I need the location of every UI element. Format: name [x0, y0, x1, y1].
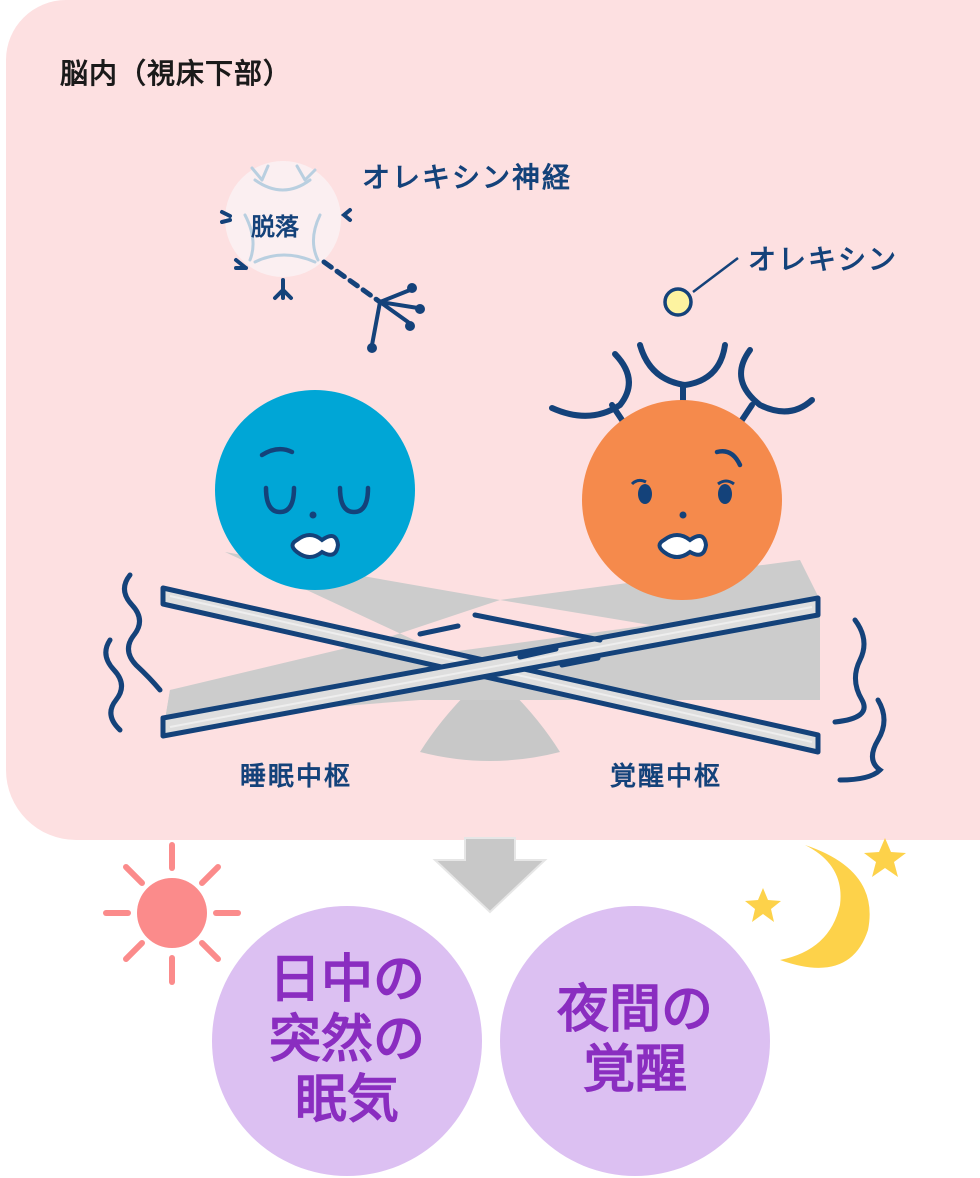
orexin-label: オレキシン — [748, 243, 899, 276]
panel-title: 脳内（視床下部） — [60, 57, 293, 90]
wake-center-character — [549, 342, 815, 600]
outcome-daytime-sleepiness: 日中の 突然の 眠気 — [212, 906, 482, 1176]
degenerated-neuron-icon — [220, 161, 425, 353]
outcome-day-text: 日中の 突然の 眠気 — [268, 950, 425, 1130]
moon-stars-icon — [745, 838, 906, 968]
wake-center-label: 覚醒中枢 — [610, 762, 723, 792]
sleep-center-label: 睡眠中枢 — [240, 762, 353, 792]
seesaw-pivot — [420, 690, 560, 761]
orexin-neuron-label: オレキシン神経 — [362, 161, 573, 194]
neuron-loss-label: 脱落 — [251, 213, 299, 241]
orexin-molecule-icon — [663, 257, 739, 317]
orexin-receptors-icon — [549, 342, 815, 423]
outcome-night-text: 夜間の 覚醒 — [556, 980, 713, 1100]
sun-icon — [103, 842, 241, 985]
outcome-night-awakening: 夜間の 覚醒 — [500, 906, 770, 1176]
shake-lines-right-icon — [832, 617, 887, 783]
sleep-center-character — [215, 390, 415, 590]
down-arrow-icon — [432, 837, 548, 914]
shake-lines-left-icon — [103, 572, 163, 733]
